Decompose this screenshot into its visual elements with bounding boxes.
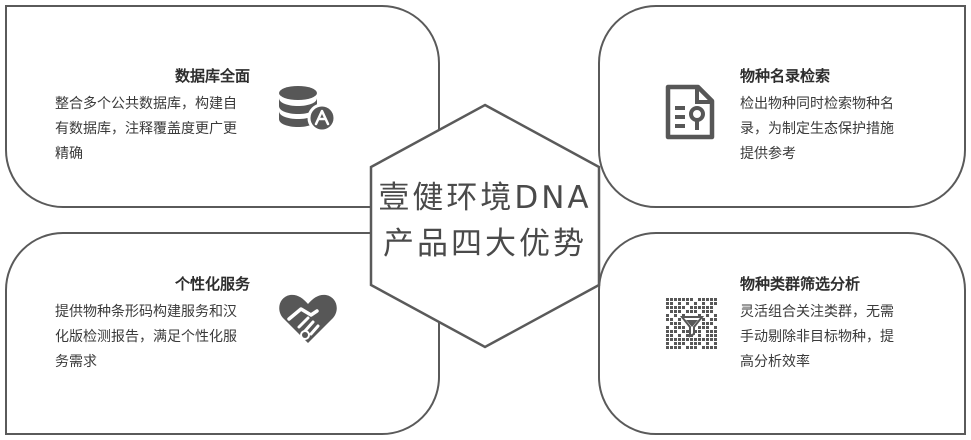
desc-line: 提供物种条形码构建服务和汉 bbox=[55, 304, 237, 320]
heart-handshake-icon bbox=[279, 294, 337, 343]
desc-line: 精确 bbox=[55, 146, 83, 162]
card-desc-group-filter: 灵活组合关注类群，无需 手动剔除非目标物种，提 高分析效率 bbox=[740, 300, 940, 375]
card-title-database: 数据库全面 bbox=[175, 67, 251, 85]
document-search-icon bbox=[665, 84, 715, 140]
card-group-filter bbox=[598, 232, 966, 435]
card-species-list bbox=[598, 5, 966, 208]
center-title-line2: 产品四大优势 bbox=[383, 226, 587, 262]
center-title-line1: 壹健环境DNA bbox=[378, 180, 592, 216]
grid-filter-icon bbox=[666, 298, 717, 349]
card-custom-service bbox=[5, 232, 440, 435]
desc-line: 有数据库，注释覆盖度更广更 bbox=[55, 121, 237, 137]
desc-line: 化版检测报告，满足个性化服 bbox=[55, 329, 237, 345]
desc-line: 务需求 bbox=[55, 354, 97, 370]
desc-line: 录，为制定生态保护措施 bbox=[740, 121, 894, 137]
desc-line: 高分析效率 bbox=[740, 354, 810, 370]
card-title-custom-service: 个性化服务 bbox=[175, 275, 251, 293]
card-database bbox=[5, 5, 440, 208]
desc-line: 手动剔除非目标物种，提 bbox=[740, 329, 894, 345]
card-title-group-filter: 物种类群筛选分析 bbox=[740, 275, 861, 293]
desc-line: 提供参考 bbox=[740, 146, 796, 162]
card-title-species-list: 物种名录检索 bbox=[740, 67, 831, 85]
desc-line: 检出物种同时检索物种名 bbox=[740, 96, 894, 112]
desc-line: 灵活组合关注类群，无需 bbox=[740, 304, 894, 320]
card-desc-species-list: 检出物种同时检索物种名 录，为制定生态保护措施 提供参考 bbox=[740, 92, 940, 167]
desc-line: 整合多个公共数据库，构建自 bbox=[55, 96, 237, 112]
database-icon bbox=[279, 86, 337, 133]
card-desc-custom-service: 提供物种条形码构建服务和汉 化版检测报告，满足个性化服 务需求 bbox=[55, 300, 273, 375]
card-desc-database: 整合多个公共数据库，构建自 有数据库，注释覆盖度更广更 精确 bbox=[55, 92, 270, 167]
